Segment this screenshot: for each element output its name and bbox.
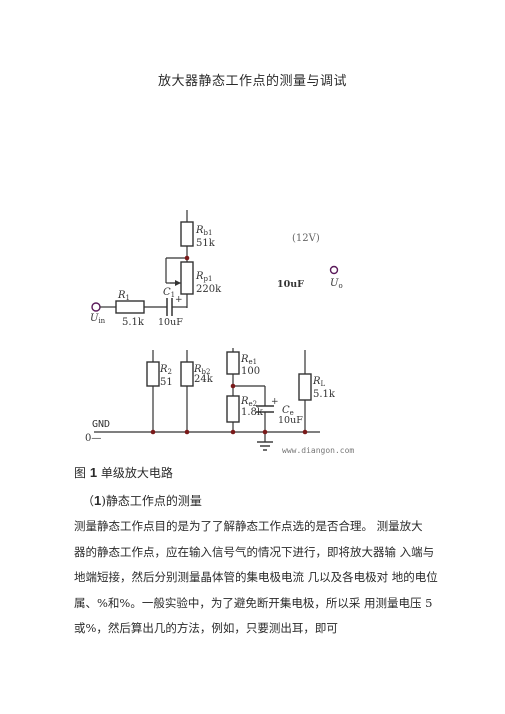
rl-label: RL bbox=[312, 376, 326, 388]
resistor-rb1 bbox=[180, 221, 194, 261]
section-text: )静态工作点的测量 bbox=[101, 494, 202, 508]
paragraph-line: 器的静态工作点，应在输入信号气的情况下进行，即将放大器输 入端与 bbox=[74, 544, 435, 559]
section-number: 1 bbox=[94, 493, 102, 508]
re1-value: 100 bbox=[241, 366, 260, 377]
paragraph-line: 或%，然后算出几的方法，例如，只要测出耳，即可 bbox=[74, 621, 338, 635]
rp1-value: 220k bbox=[196, 284, 222, 295]
caption-number: 1 bbox=[89, 465, 98, 480]
r1-value: 5.1k bbox=[122, 317, 145, 328]
c1-value: 10uF bbox=[158, 317, 183, 328]
page-title: 放大器静态工作点的测量与调试 bbox=[157, 74, 347, 89]
rb2-value: 24k bbox=[194, 374, 214, 385]
rb1-value: 51k bbox=[196, 238, 216, 249]
paragraph-line: 地端短接，然后分别测量晶体管的集电极电流 几以及各电极对 地的电位 bbox=[74, 570, 438, 584]
rp1-label: Rp1 bbox=[195, 271, 212, 283]
junction-dot bbox=[184, 255, 190, 261]
resistor-re1 bbox=[226, 351, 240, 375]
watermark: www.diangon.com bbox=[282, 446, 354, 455]
output-terminal-icon bbox=[329, 265, 339, 275]
resistor-r1 bbox=[115, 300, 145, 314]
potentiometer-rp1 bbox=[170, 261, 194, 295]
junction-dots bbox=[150, 383, 308, 435]
capacitor-c1 bbox=[166, 298, 178, 316]
section-open: （ bbox=[82, 494, 95, 508]
re2-label: Re2 bbox=[240, 396, 257, 408]
re1-label: Re1 bbox=[240, 354, 257, 366]
r2-label: R2 bbox=[159, 364, 172, 376]
ce-polarity: + bbox=[271, 397, 279, 407]
resistor-rl bbox=[298, 373, 312, 401]
body-paragraph: 测量静态工作点目的是为了了解静态工作点选的是否合理。 测量放大 器的静态工作点，… bbox=[74, 514, 438, 642]
caption-prefix: 图 bbox=[74, 466, 87, 480]
input-terminal-icon bbox=[91, 302, 101, 312]
resistor-r2 bbox=[146, 361, 160, 387]
amplifier-circuit-diagram: Rb1 51k Rp1 220k (12V) 10uF Uo R1 5.1k C… bbox=[85, 210, 354, 455]
c1-label: C1 bbox=[163, 287, 175, 299]
capacitor-ce bbox=[256, 405, 274, 416]
upper-wiring bbox=[107, 210, 188, 308]
figure-caption: 图 1 单级放大电路 bbox=[74, 464, 173, 481]
re2-value: 1.8k bbox=[241, 407, 264, 418]
section-heading: （1)静态工作点的测量 bbox=[82, 492, 202, 509]
gnd-label: GND bbox=[92, 419, 110, 430]
ce-value: 10uF bbox=[278, 415, 303, 426]
paragraph-line: 测量静态工作点目的是为了了解静态工作点选的是否合理。 测量放大 bbox=[74, 519, 423, 533]
r1-label: R1 bbox=[117, 290, 130, 302]
gnd-terminal: 0— bbox=[85, 433, 101, 444]
supply-voltage: (12V) bbox=[292, 233, 320, 244]
r2-value: 51 bbox=[160, 377, 173, 388]
output-label: Uo bbox=[330, 278, 343, 290]
rb1-label: Rb1 bbox=[195, 225, 212, 237]
lower-wiring bbox=[94, 348, 320, 442]
ground-icon bbox=[257, 441, 273, 451]
rl-value: 5.1k bbox=[313, 389, 336, 400]
c2-value: 10uF bbox=[277, 279, 304, 290]
arrow-icon bbox=[175, 280, 181, 286]
input-label: Uin bbox=[90, 313, 106, 325]
caption-text: 单级放大电路 bbox=[100, 466, 173, 480]
paragraph-line: 属、%和%。一般实验中，为了避免断开集电极，所以采 用测量电压 5 bbox=[74, 595, 433, 610]
ce-label: Ce bbox=[282, 405, 294, 417]
resistor-rb2 bbox=[180, 361, 194, 387]
c1-polarity: + bbox=[175, 295, 183, 305]
resistor-re2 bbox=[226, 395, 240, 423]
rb2-label: Rb2 bbox=[193, 364, 210, 376]
